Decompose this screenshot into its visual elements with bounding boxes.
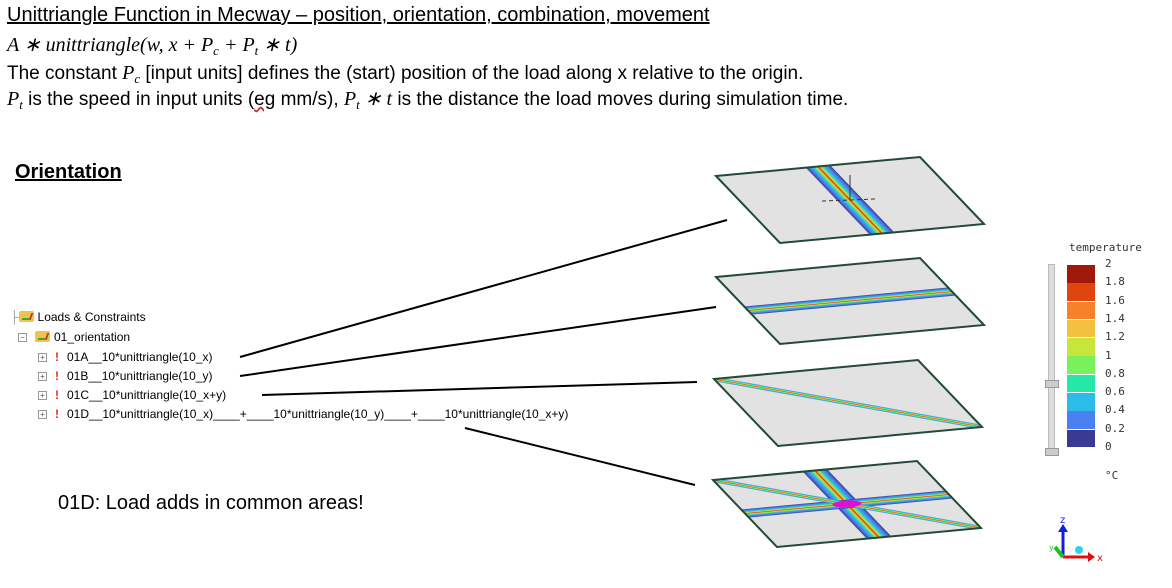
- speed-description: Pt is the speed in input units (eg mm/s)…: [7, 86, 848, 113]
- axis-z-label: z: [1060, 515, 1065, 526]
- tree-label: 01B__10*unittriangle(10_y): [67, 369, 213, 383]
- pt-symbol: P: [7, 88, 20, 110]
- legend-tick: 1.8: [1105, 275, 1125, 289]
- expand-icon[interactable]: +: [38, 410, 47, 419]
- text: mm/s),: [275, 89, 344, 110]
- connector-lines: [239, 219, 728, 486]
- pt-symbol: P: [343, 88, 357, 110]
- axis-y-label: y: [1049, 543, 1054, 552]
- text: eg: [254, 89, 276, 110]
- expand-icon[interactable]: +: [38, 353, 47, 362]
- legend-slider-handle-max[interactable]: [1045, 380, 1059, 388]
- thermometer-icon: ǃ: [55, 388, 59, 402]
- connector-01a: [239, 219, 728, 358]
- legend-swatch: [1067, 338, 1095, 356]
- formula: A ∗ unittriangle(w, x + Pc + Pt ∗ t): [7, 32, 297, 59]
- legend-title: temperature: [1069, 241, 1142, 254]
- plate-01b: [716, 258, 984, 344]
- tree-item[interactable]: + ǃ 01B__10*unittriangle(10_y): [38, 368, 212, 384]
- tree-label: 01D__10*unittriangle(10_x)____+____10*un…: [67, 407, 569, 421]
- pc-symbol: P: [122, 62, 135, 84]
- tree-item[interactable]: + ǃ 01A__10*unittriangle(10_x): [38, 349, 212, 365]
- legend-swatch: [1067, 429, 1095, 448]
- collapse-icon[interactable]: −: [18, 333, 27, 342]
- tree-label: 01C__10*unittriangle(10_x+y): [67, 388, 227, 402]
- thermometer-icon: ǃ: [55, 369, 59, 383]
- sub: c: [134, 71, 141, 86]
- legend-swatch: [1067, 283, 1095, 301]
- formula-part: +: [218, 34, 243, 56]
- formula-part: A ∗ unittriangle(w, x +: [7, 34, 201, 56]
- legend-tick: 0.6: [1105, 385, 1125, 399]
- thermometer-icon: ǃ: [55, 407, 59, 421]
- folder-icon: [35, 331, 50, 342]
- legend-tick: 0: [1105, 440, 1112, 453]
- legend-unit: °C: [1105, 469, 1119, 482]
- expand-icon[interactable]: +: [38, 372, 47, 381]
- tree-folder[interactable]: − 01_orientation: [18, 329, 130, 345]
- tree-root[interactable]: ├Loads & Constraints: [10, 310, 146, 324]
- expand-icon[interactable]: +: [38, 391, 47, 400]
- folder-icon: [18, 311, 34, 322]
- sub: t: [19, 97, 23, 112]
- section-title: Orientation: [15, 161, 122, 183]
- legend-tick: 0.2: [1105, 421, 1125, 435]
- connector-01d: [464, 427, 696, 486]
- legend-swatch: [1067, 301, 1095, 320]
- legend-tick: 2: [1105, 257, 1112, 270]
- slide-title: Unittriangle Function in Mecway – positi…: [7, 4, 710, 26]
- legend-tick: 1: [1105, 348, 1112, 362]
- text: ∗ t: [359, 88, 393, 110]
- tree-label: 01A__10*unittriangle(10_x): [67, 350, 213, 364]
- legend-tick: 1.6: [1105, 293, 1125, 307]
- origin-marker: [821, 175, 877, 202]
- position-description: The constant Pc [input units] defines th…: [7, 62, 803, 87]
- tree-item[interactable]: + ǃ 01C__10*unittriangle(10_x+y): [38, 387, 226, 403]
- legend-swatch: [1067, 411, 1095, 429]
- connector-01b: [239, 306, 717, 377]
- note: 01D: Load adds in common areas!: [58, 492, 364, 514]
- connector-01c: [261, 381, 698, 396]
- legend-slider-handle-min[interactable]: [1045, 448, 1059, 456]
- tree-label: 01_orientation: [54, 330, 131, 344]
- legend-swatch: [1067, 265, 1095, 283]
- tree-label: Loads & Constraints: [37, 310, 146, 324]
- legend-tick: 0.4: [1105, 403, 1125, 417]
- plate-01c: [714, 360, 982, 446]
- load-band-y: [744, 287, 956, 315]
- tree-item[interactable]: + ǃ 01D__10*unittriangle(10_x)____+____10*…: [38, 406, 568, 422]
- overlap-hotspot: [832, 500, 862, 508]
- formula-sub: c: [213, 43, 219, 58]
- formula-part: ∗ t): [258, 34, 298, 56]
- axis-x-label: x: [1097, 553, 1103, 564]
- legend-swatch: [1067, 356, 1095, 374]
- formula-pt: P: [242, 34, 255, 56]
- legend-slider-track[interactable]: [1048, 264, 1055, 456]
- axis-triad: z x y: [1049, 515, 1103, 564]
- formula-sub: t: [254, 43, 259, 58]
- legend-swatch: [1067, 319, 1095, 338]
- text: The constant: [7, 63, 123, 84]
- text: [input units] defines the (start) positi…: [140, 63, 804, 84]
- plate-01d: [713, 461, 981, 547]
- text: is the speed in input units (: [22, 89, 255, 110]
- legend-swatch: [1067, 374, 1095, 393]
- legend-tick: 1.4: [1105, 311, 1125, 325]
- thermometer-icon: ǃ: [55, 350, 59, 364]
- load-band-xy: [714, 378, 982, 428]
- legend-tick: 0.8: [1105, 366, 1125, 380]
- legend-swatch: [1067, 393, 1095, 411]
- sub: t: [356, 97, 360, 112]
- legend-tick: 1.2: [1105, 330, 1125, 344]
- formula-pc: P: [200, 34, 214, 56]
- text: is the distance the load moves during si…: [392, 89, 849, 110]
